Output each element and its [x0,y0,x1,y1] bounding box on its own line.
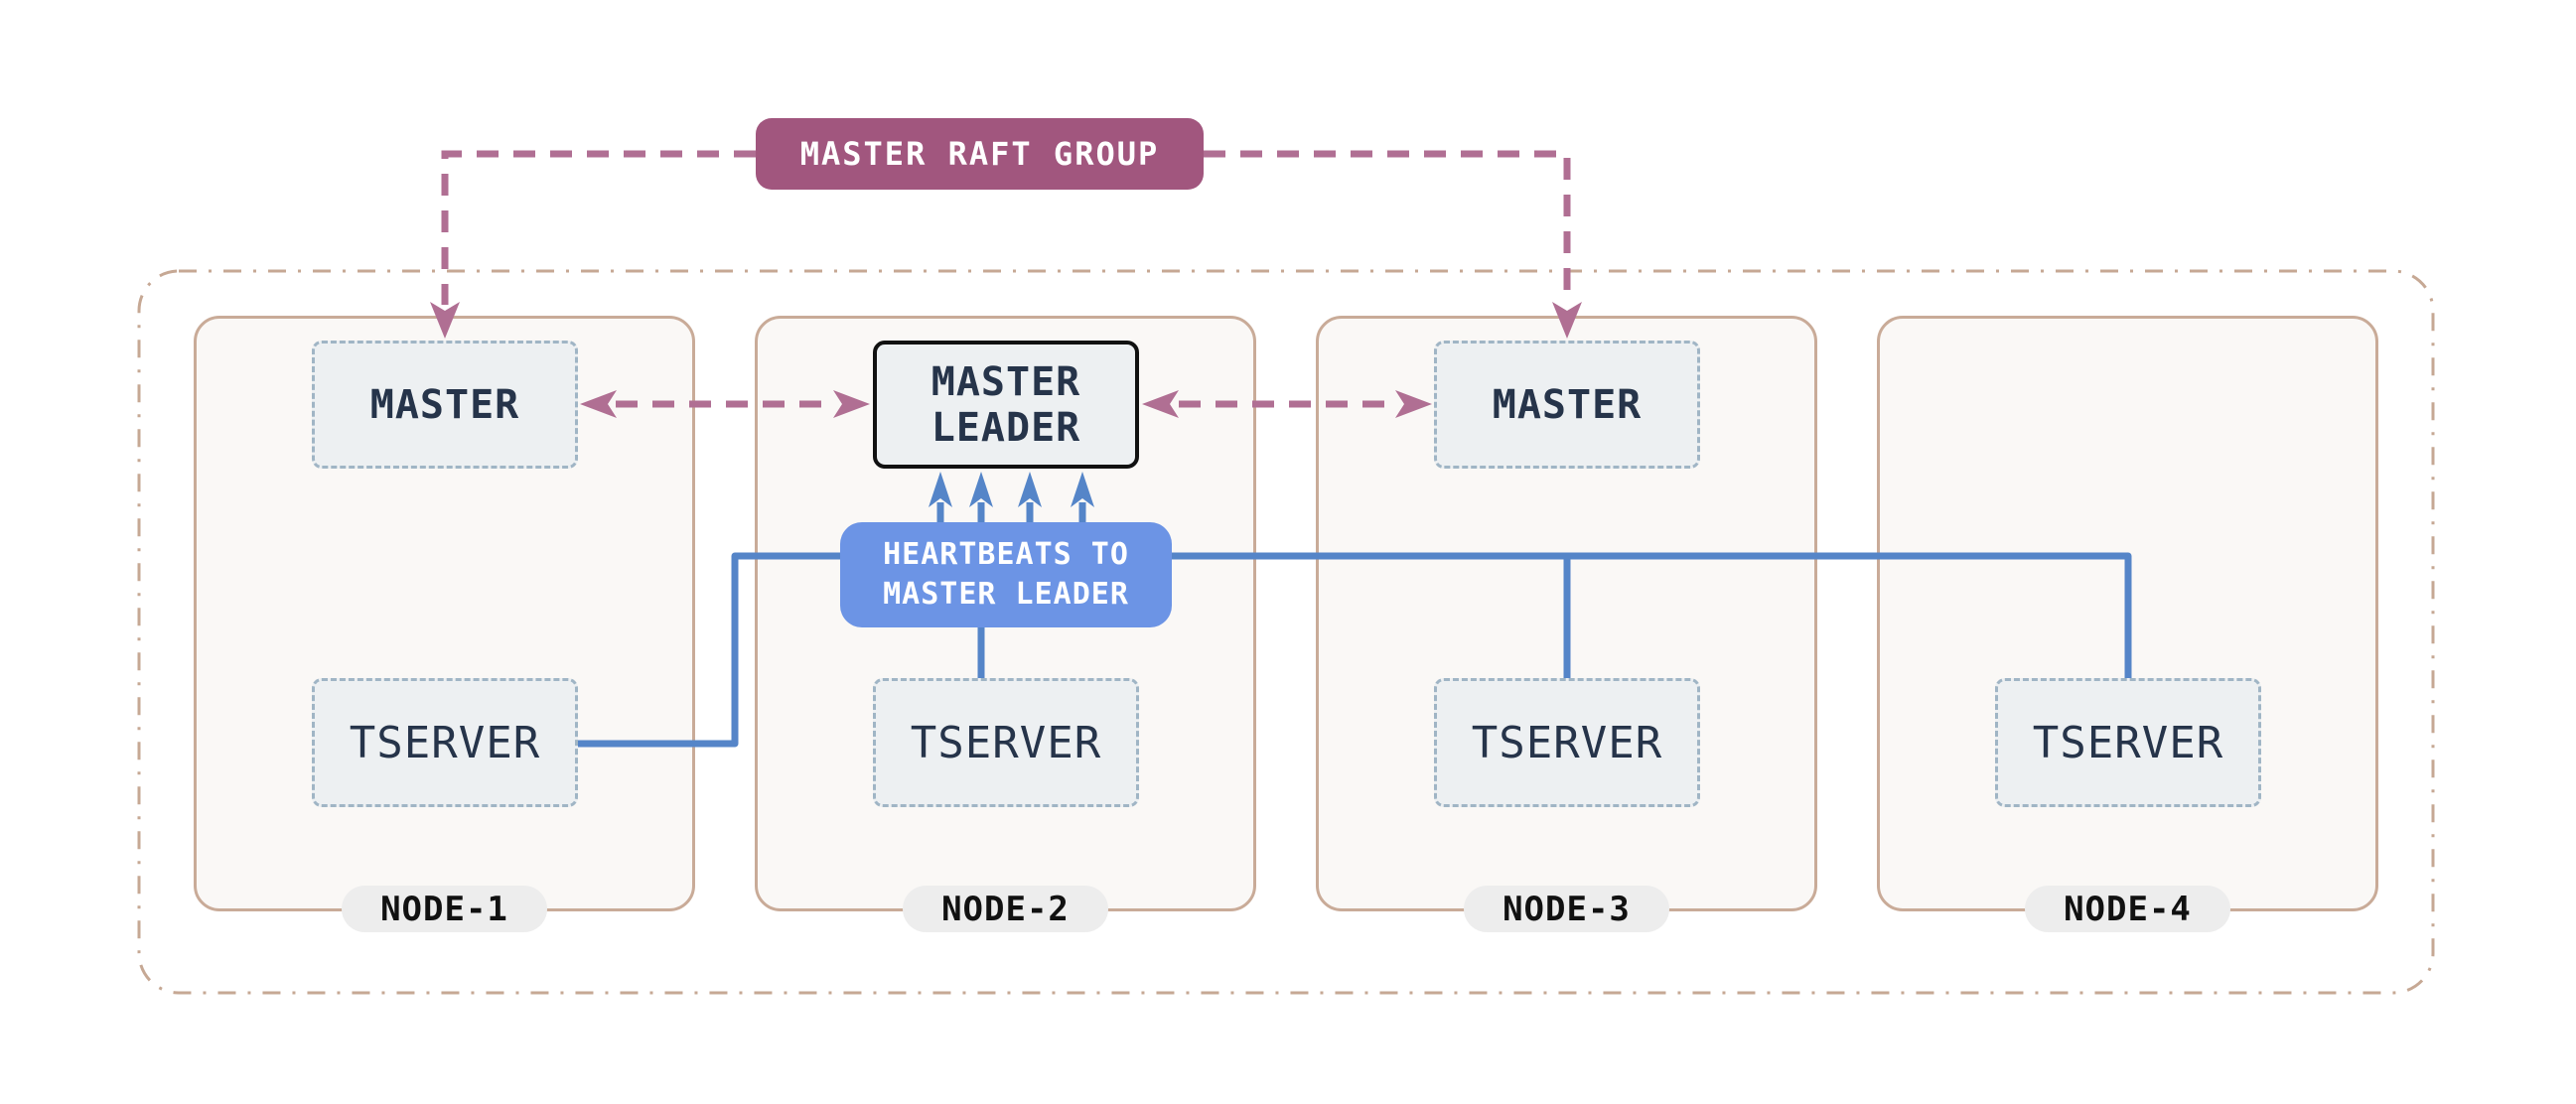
node-3-master-label: MASTER [1492,381,1643,428]
node-1-master-label: MASTER [369,381,520,428]
master-raft-group-banner: MASTER RAFT GROUP [756,118,1204,190]
heartbeats-callout-line1: HEARTBEATS TO [883,537,1129,572]
master-raft-group-label: MASTER RAFT GROUP [799,135,1160,173]
node-2-tserver-box: TSERVER [873,678,1139,807]
heartbeats-callout: HEARTBEATS TO MASTER LEADER [840,522,1172,627]
node-2-name-label: NODE-2 [941,889,1070,929]
node-1-tserver-box: TSERVER [312,678,578,807]
node-4-name-pill: NODE-4 [2025,886,2230,932]
node-1-name-pill: NODE-1 [342,886,547,932]
node-2-tserver-label: TSERVER [910,717,1102,768]
node-3-tserver-label: TSERVER [1471,717,1663,768]
node-1-name-label: NODE-1 [380,889,508,929]
node-3-name-pill: NODE-3 [1464,886,1669,932]
node-2-master-leader-label: MASTER LEADER [930,358,1081,451]
heartbeats-callout-line2: MASTER LEADER [883,577,1129,612]
node-4-tserver-box: TSERVER [1995,678,2261,807]
node-2-name-pill: NODE-2 [903,886,1108,932]
node-3-name-label: NODE-3 [1503,889,1631,929]
node-1-master-box: MASTER [312,341,578,469]
node-2-master-leader-box: MASTER LEADER [873,341,1139,469]
raft-link-right [1204,150,1571,305]
node-4-tserver-label: TSERVER [2032,717,2224,768]
node-1-tserver-label: TSERVER [349,717,541,768]
node-3-tserver-box: TSERVER [1434,678,1700,807]
node-3-master-box: MASTER [1434,341,1700,469]
node-4-name-label: NODE-4 [2064,889,2192,929]
raft-link-left [441,150,756,305]
node-4-box [1877,316,2378,911]
